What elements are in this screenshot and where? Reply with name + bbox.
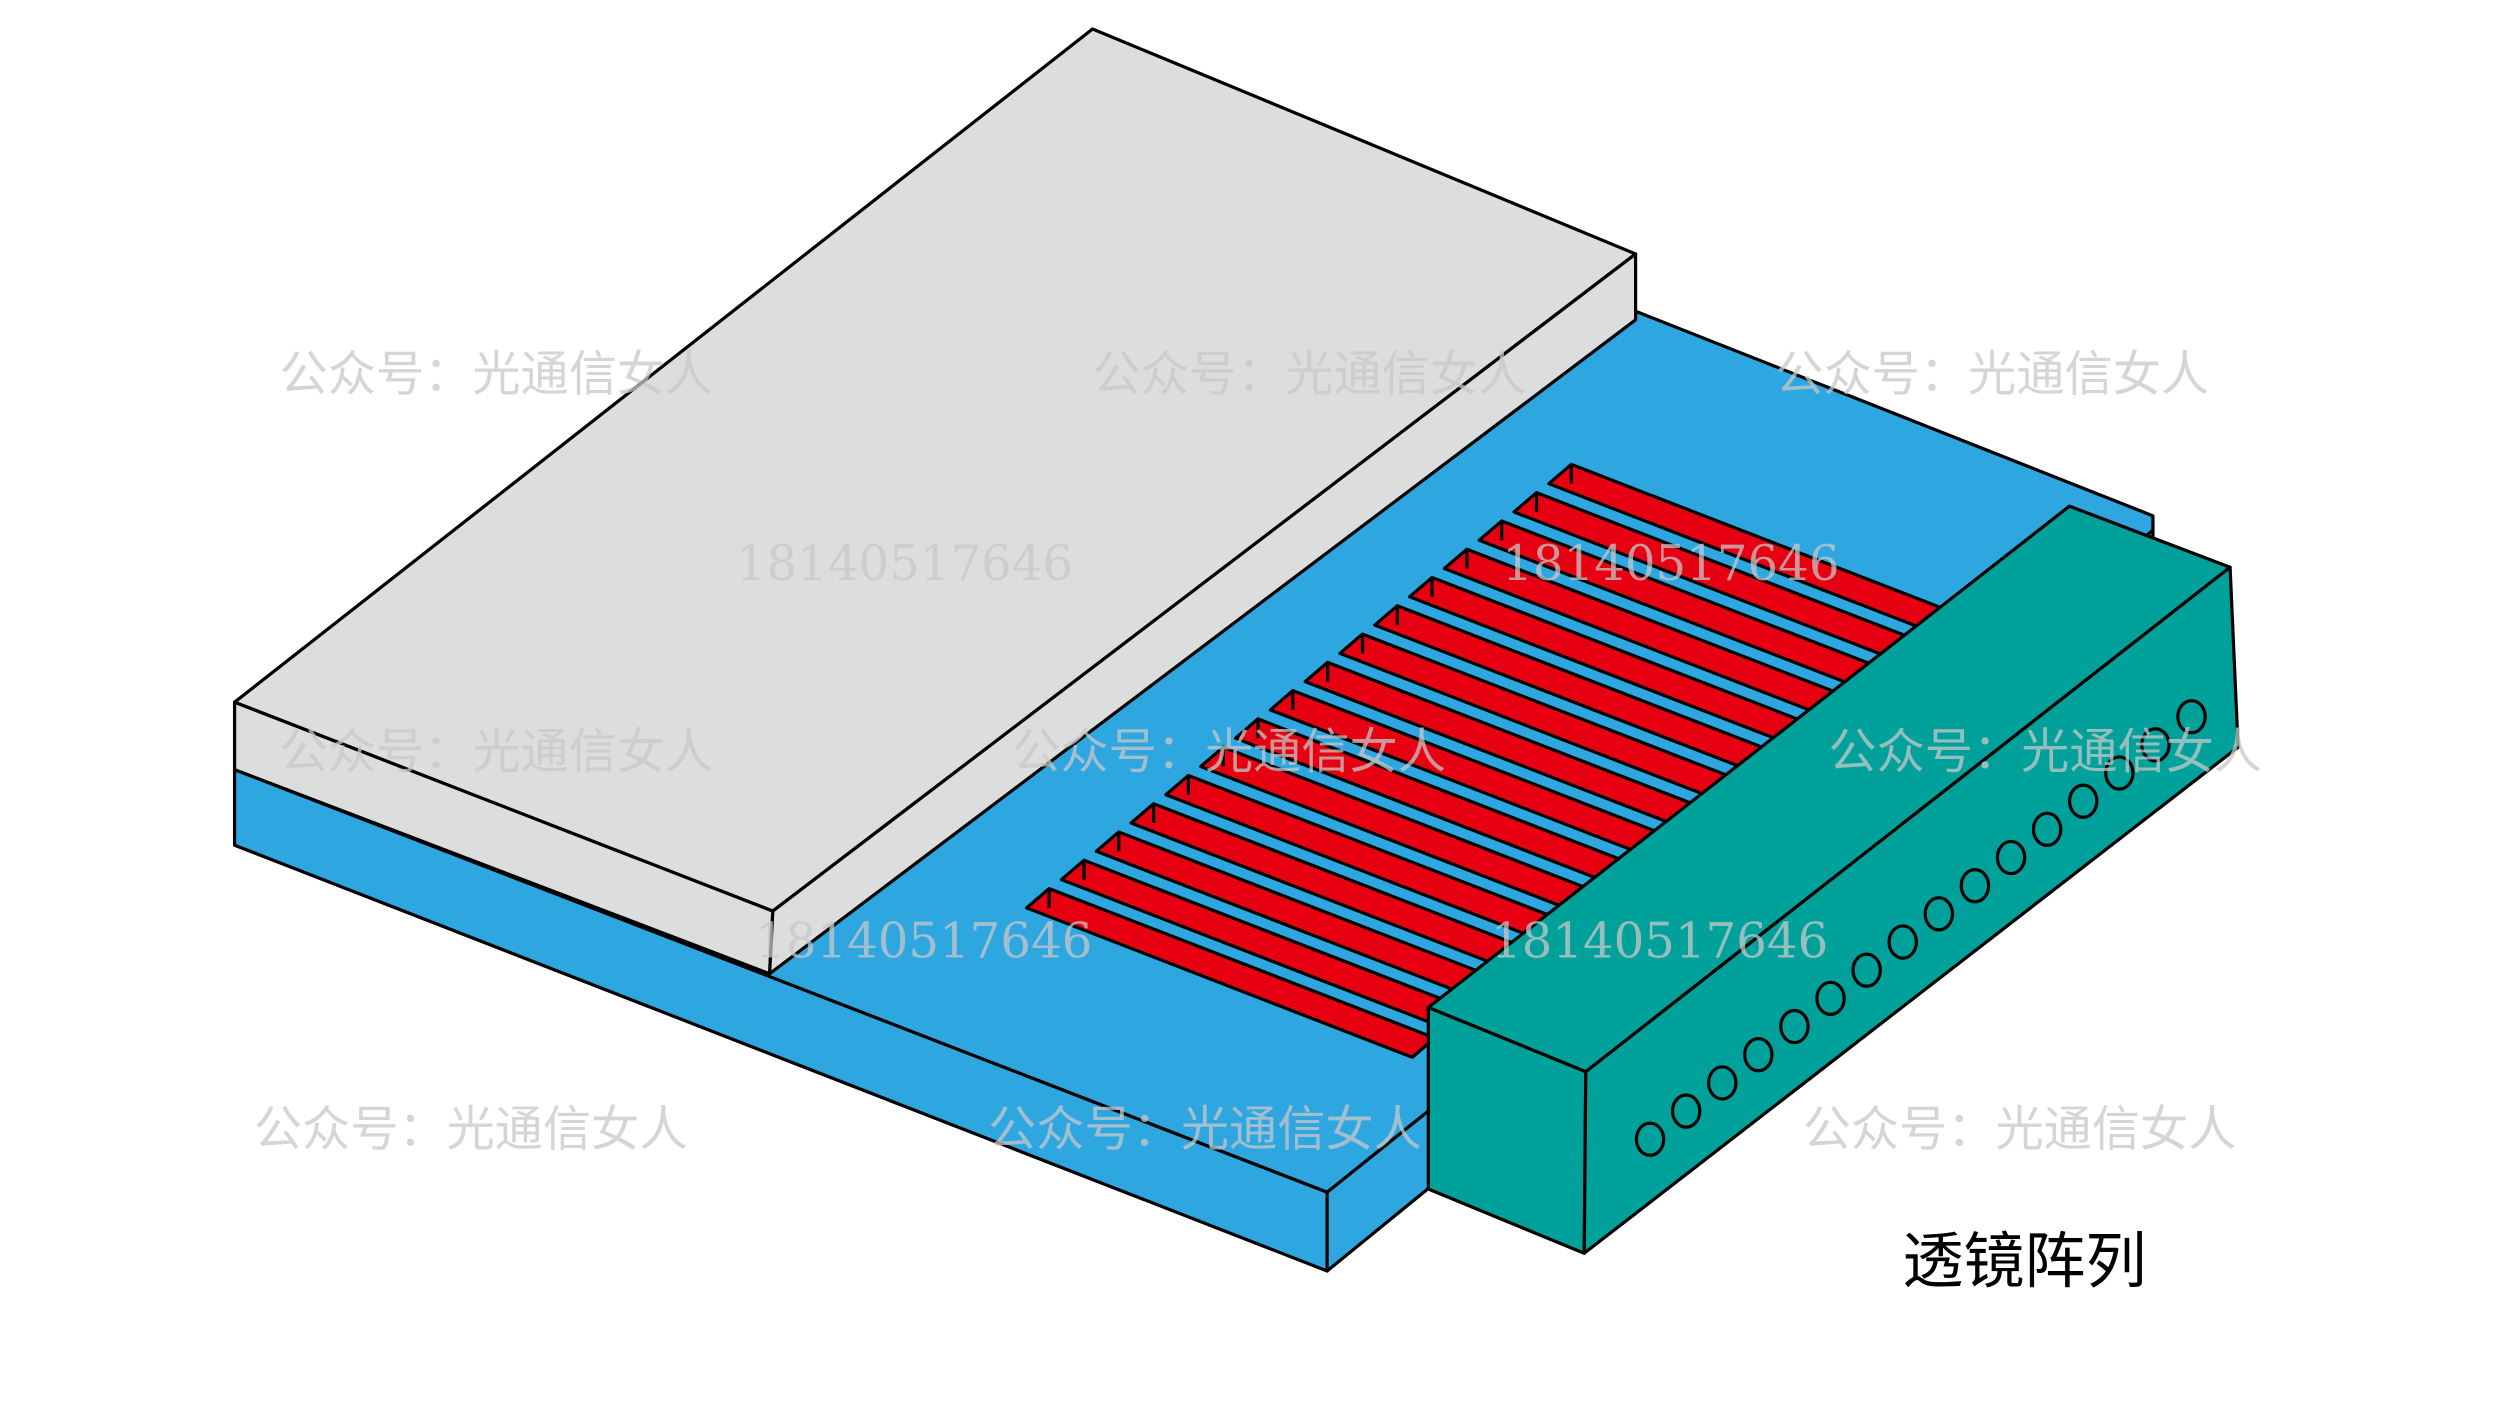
watermark-account: 公众号：光通信女人 [1828, 724, 2262, 780]
v-groove-array [1025, 462, 1959, 1059]
watermark-phone: 18140517646 [755, 914, 1092, 970]
watermark-account: 公众号：光通信女人 [1775, 347, 2209, 403]
lens [1851, 952, 1882, 988]
watermark-account: 公众号：光通信女人 [1093, 347, 1527, 403]
lens [1634, 1121, 1666, 1157]
lens [1779, 1008, 1810, 1045]
watermark-account: 公众号：光通信女人 [1803, 1102, 2237, 1158]
watermark-phone: 18140517646 [1491, 914, 1828, 970]
lens [2031, 811, 2063, 848]
lens [1706, 1065, 1738, 1101]
lens [2104, 755, 2135, 791]
lens [2176, 698, 2207, 735]
lens [2067, 783, 2099, 819]
watermark-account: 公众号：光通信女人 [280, 347, 714, 403]
watermark-account: 公众号：光通信女人 [988, 1102, 1422, 1158]
lens-array-block [1426, 504, 2240, 1255]
watermark-account: 公众号：光通信女人 [254, 1102, 688, 1158]
lens [2140, 727, 2171, 763]
lens [1815, 980, 1846, 1017]
watermark-account: 公众号：光通信女人 [1012, 724, 1446, 780]
lens-row [1634, 698, 2207, 1157]
lens-array-label: 透镜阵列 [1902, 1226, 2146, 1297]
lens [1743, 1037, 1774, 1073]
lens [1959, 868, 1991, 904]
lens [1670, 1093, 1702, 1129]
lens [1887, 924, 1919, 960]
cover-plate [232, 27, 1638, 976]
v-groove [1025, 886, 1437, 1059]
watermarks: 公众号：光通信女人 公众号：光通信女人 公众号：光通信女人 公众号：光通信女人 … [254, 347, 2262, 1158]
lens-block-front-face [1582, 565, 2240, 1255]
lens [1995, 839, 2027, 876]
lens [1923, 896, 1955, 932]
watermark-account: 公众号：光通信女人 [280, 724, 714, 780]
cover-right-face [767, 252, 1638, 976]
watermark-phone: 18140517646 [1502, 536, 1839, 592]
watermark-phone: 18140517646 [736, 536, 1073, 592]
